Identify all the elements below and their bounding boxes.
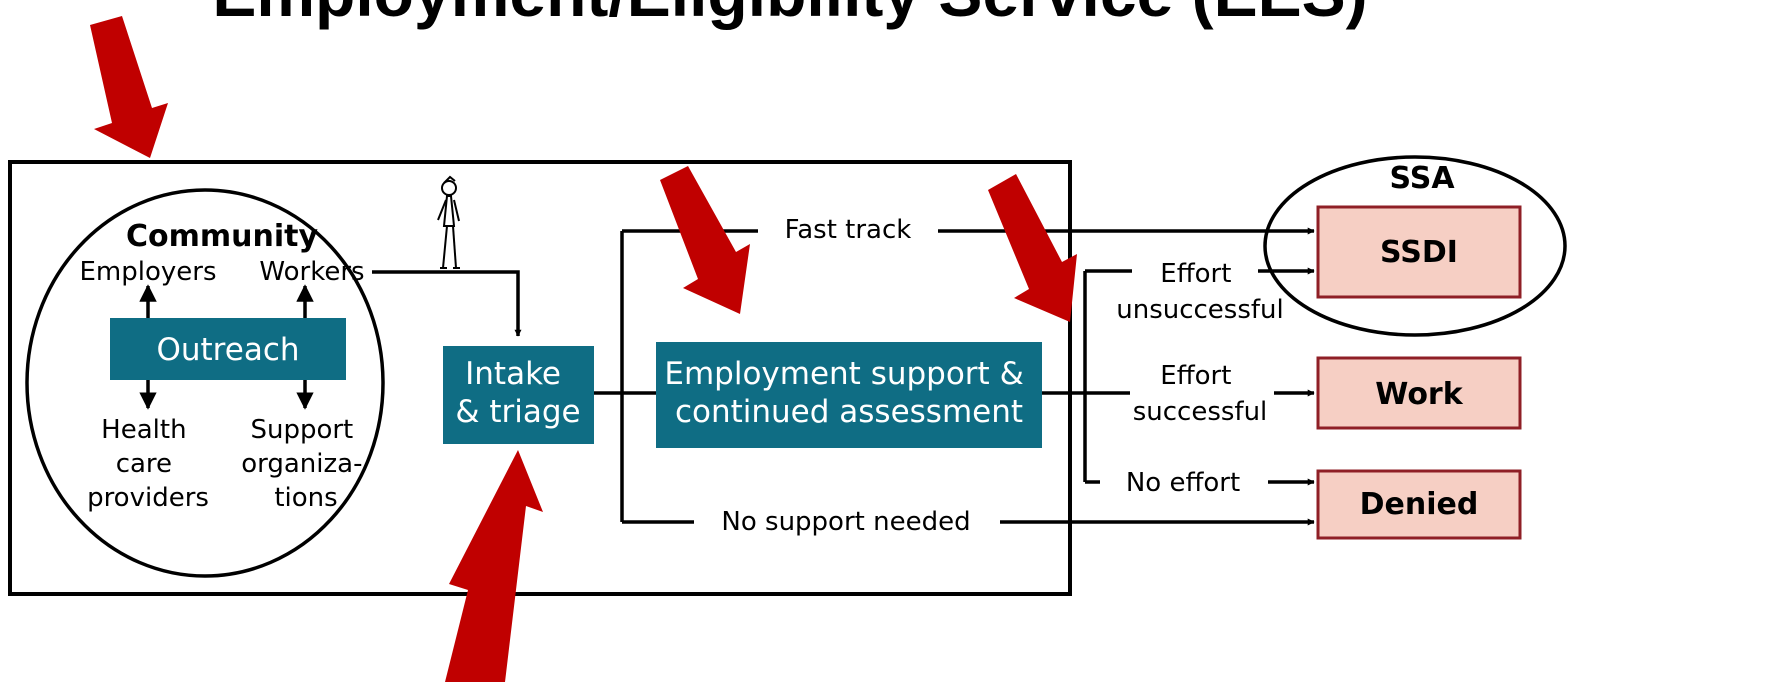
no-effort-label: No effort: [1126, 468, 1240, 498]
intake-triage-box: [443, 346, 594, 444]
employment-support-label: Employment support & continued assessmen…: [664, 356, 1033, 430]
red-arrow-top-left: [90, 16, 168, 158]
denied-box: [1316, 469, 1522, 540]
support-organizations-label: Support organiza- tions: [241, 415, 371, 513]
fast-track-label: Fast track: [785, 215, 912, 245]
red-arrow-outcomes: [988, 174, 1077, 322]
diagram-title: Employment/Eligibility Service (EES): [212, 0, 1367, 30]
work-box: [1316, 356, 1522, 430]
health-care-providers-label: Health care providers: [87, 415, 209, 513]
outreach-box: [110, 318, 346, 380]
red-arrow-intake: [445, 450, 543, 682]
ssa-label: SSA: [1389, 161, 1455, 196]
effort-unsuccessful-label: Effort unsuccessful: [1116, 259, 1284, 325]
workers-label: Workers: [259, 257, 364, 287]
ssdi-label: SSDI: [1380, 235, 1458, 270]
community-circle: [25, 188, 385, 578]
employers-label: Employers: [79, 257, 216, 287]
ees-frame: [8, 160, 1072, 596]
workers-to-intake-arrow: [372, 270, 522, 337]
walking-person-icon: [437, 175, 460, 269]
intake-triage-label: Intake & triage: [455, 356, 580, 430]
no-support-needed-label: No support needed: [721, 507, 970, 537]
outreach-label: Outreach: [156, 332, 299, 368]
work-label: Work: [1375, 377, 1463, 412]
denied-label: Denied: [1360, 487, 1479, 522]
effort-successful-label: Effort successful: [1133, 361, 1268, 427]
ssa-ellipse: [1263, 155, 1567, 337]
community-heading: Community: [126, 219, 318, 254]
red-arrow-fast-track: [660, 166, 750, 314]
ssdi-box: [1316, 205, 1522, 299]
employment-support-box: [656, 342, 1042, 448]
